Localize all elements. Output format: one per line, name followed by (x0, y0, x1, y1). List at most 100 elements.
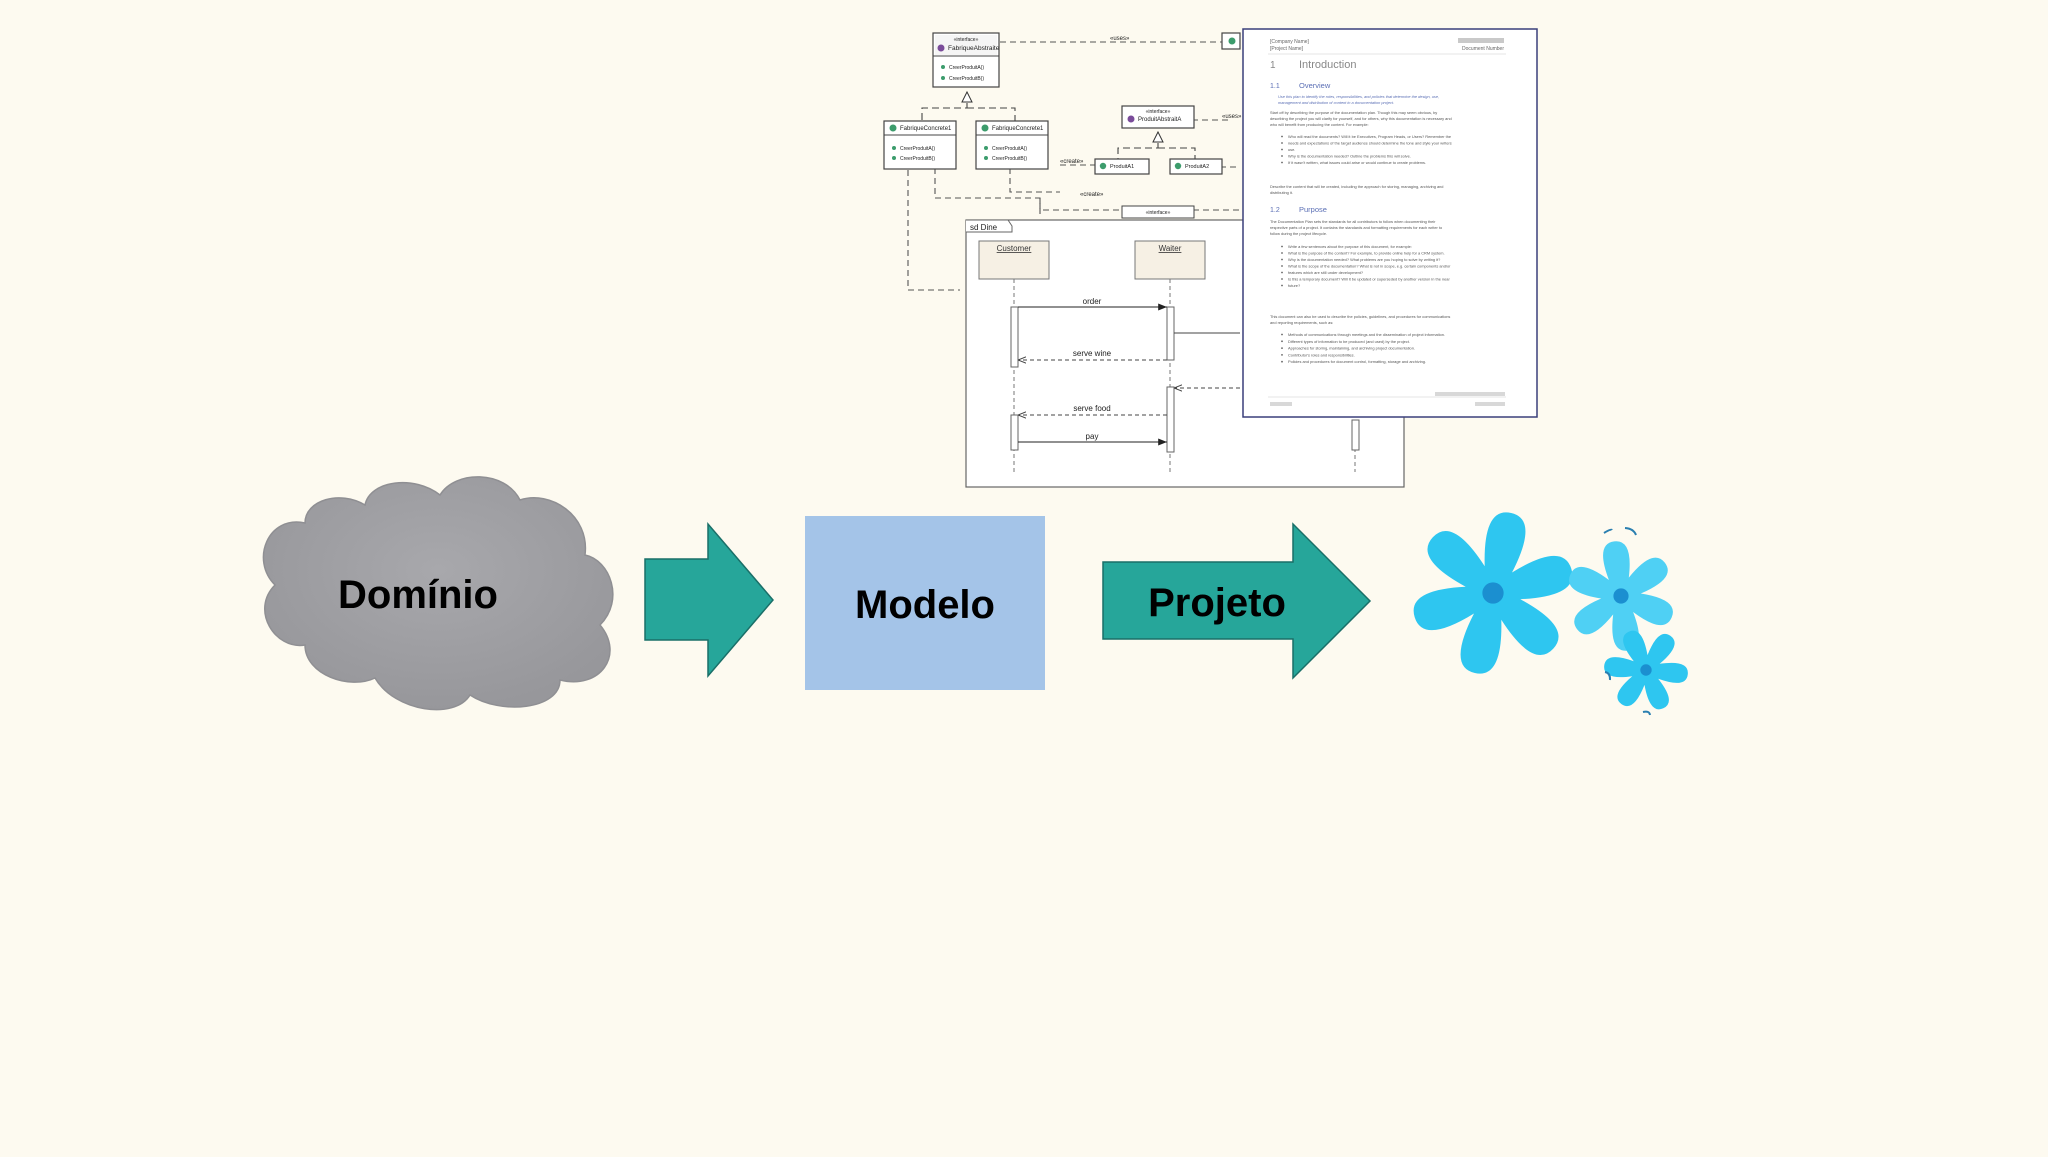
operation: CreerProduitA() (900, 146, 935, 152)
doc-line: Use this plan to identify the roles, res… (1278, 94, 1439, 99)
doc-line: Methods of communications through meetin… (1288, 332, 1445, 337)
generalization-triangle (961, 90, 973, 103)
doc-line: The Documentation Plan sets the standard… (1270, 219, 1436, 224)
bullet-icon (1281, 360, 1283, 363)
bullet-icon (1281, 161, 1283, 164)
motion-line (1624, 527, 1637, 536)
doc-line: If it wasn't written, what issues could … (1288, 160, 1426, 165)
class-diagram-connectors (907, 41, 1250, 291)
bullet-icon (1281, 135, 1283, 138)
class-concrete-factory-1: FabriqueConcrete1 CreerProduitA() CreerP… (883, 120, 957, 170)
bullet-icon (1281, 347, 1283, 349)
sequence-frame-tab (966, 219, 1013, 233)
flow-arrow-2 (1102, 522, 1372, 680)
class-icon (1228, 37, 1236, 45)
model-box-shape (805, 516, 1045, 690)
doc-line: What is the purpose of the content? For … (1288, 251, 1445, 256)
class-product-a1: ProduitA1 (1094, 158, 1150, 175)
doc-footer-bar (1435, 392, 1505, 396)
lifeline-label-customer: Customer (997, 244, 1032, 253)
class-icon (1174, 162, 1182, 170)
interface-icon (1127, 115, 1135, 123)
operation: CreerProduitB() (992, 156, 1027, 162)
doc-line: and reporting requirements, such as: (1270, 320, 1333, 325)
class-name: ProduitA2 (1185, 164, 1209, 170)
doc-line: Approaches for storing, maintaining, and… (1288, 346, 1415, 351)
class-abstract-product: «interface» ProduitAbstraitA (1121, 105, 1195, 129)
doc-bullet-list: Who will read the documents? Will it be … (1281, 134, 1452, 165)
bullet-icon (1281, 142, 1283, 144)
doc-section-title: Overview (1299, 81, 1331, 90)
stereotype-label: «interface» (1146, 109, 1171, 115)
doc-paragraph: Describe the content that will be create… (1270, 184, 1443, 195)
doc-line: Start off by describing the purpose of t… (1270, 110, 1437, 115)
hidden-interface-box (1121, 205, 1195, 219)
class-product-a2: ProduitA2 (1169, 158, 1223, 175)
bullet-icon (1281, 271, 1283, 274)
doc-line: Is this a temporary document? Will it be… (1288, 277, 1450, 282)
bullet-icon (1281, 155, 1283, 157)
gear-hub-icon (1482, 582, 1504, 604)
class-fragment (1221, 32, 1241, 50)
operation: CreerProduitB() (949, 76, 984, 82)
gear-hub-icon (1613, 588, 1629, 604)
doc-section-number: 1.1 (1270, 83, 1280, 90)
class-name: FabriqueConcrete1 (992, 126, 1044, 132)
lifeline-head-waiter (1134, 240, 1206, 280)
activation-bar (1010, 306, 1019, 368)
doc-header-bar (1458, 38, 1504, 43)
operation-icon (892, 156, 896, 160)
domain-label: Domínio (338, 573, 498, 617)
doc-line: features which are still under developme… (1288, 270, 1364, 275)
operation-icon (941, 65, 945, 69)
doc-line: Policies and procedures for document con… (1288, 359, 1426, 364)
message-label: serve wine (1073, 349, 1112, 358)
motion-line (1642, 710, 1651, 716)
bullet-icon (1281, 354, 1283, 356)
gear-hub-icon (1640, 664, 1652, 676)
operation-icon (984, 156, 988, 160)
doc-h1-number: 1 (1270, 60, 1276, 71)
doc-line: describing the project you will clarify … (1270, 116, 1452, 121)
flow-arrow-1 (644, 521, 774, 679)
operation-icon (984, 146, 988, 150)
class-concrete-factory-2: FabriqueConcrete1 CreerProduitA() CreerP… (975, 120, 1049, 170)
bullet-icon (1281, 148, 1283, 151)
cloud-shape (262, 476, 614, 711)
doc-footer-bar (1475, 402, 1505, 406)
bullet-icon (1281, 252, 1283, 254)
doc-line: who will benefit from producing the cont… (1270, 122, 1369, 127)
bullet-icon (1281, 245, 1283, 248)
doc-line: Why is the documentation needed? Outline… (1288, 154, 1411, 159)
edge-label-create: «create» (1060, 159, 1084, 165)
doc-bullet-list: Methods of communications through meetin… (1281, 332, 1445, 364)
motion-line (1604, 671, 1612, 681)
operation: CreerProduitB() (900, 156, 935, 162)
doc-line: future? (1288, 283, 1301, 288)
class-icon (889, 124, 897, 132)
edge-label-uses: «uses» (1110, 36, 1130, 42)
stereotype-label: «interface» (954, 37, 979, 43)
class-name: ProduitAbstraitA (1138, 117, 1181, 123)
activation-bar (1166, 386, 1175, 453)
bullet-icon (1281, 284, 1283, 287)
doc-line: This document can also be used to descri… (1270, 314, 1450, 319)
doc-line: management and distribution of content i… (1278, 100, 1394, 105)
document-sheet (1242, 28, 1538, 418)
message-label: pay (1086, 432, 1099, 441)
operation-icon (941, 76, 945, 80)
doc-line: Different types of information to be pro… (1288, 339, 1410, 344)
document-page: [Company Name] [Project Name] Document N… (1242, 28, 1538, 418)
inheritance-lines (921, 92, 1196, 160)
doc-header-company: [Company Name] (1270, 39, 1310, 45)
model-box: Modelo (805, 516, 1045, 690)
sequence-frame-label: sd Dine (970, 223, 998, 232)
class-icon (1099, 162, 1107, 170)
doc-h1: Introduction (1299, 59, 1356, 71)
motion-line (1603, 528, 1613, 534)
doc-paragraph: The Documentation Plan sets the standard… (1270, 219, 1442, 236)
bullet-icon (1281, 333, 1283, 336)
doc-line: Who will read the documents? Will it be … (1288, 134, 1451, 139)
